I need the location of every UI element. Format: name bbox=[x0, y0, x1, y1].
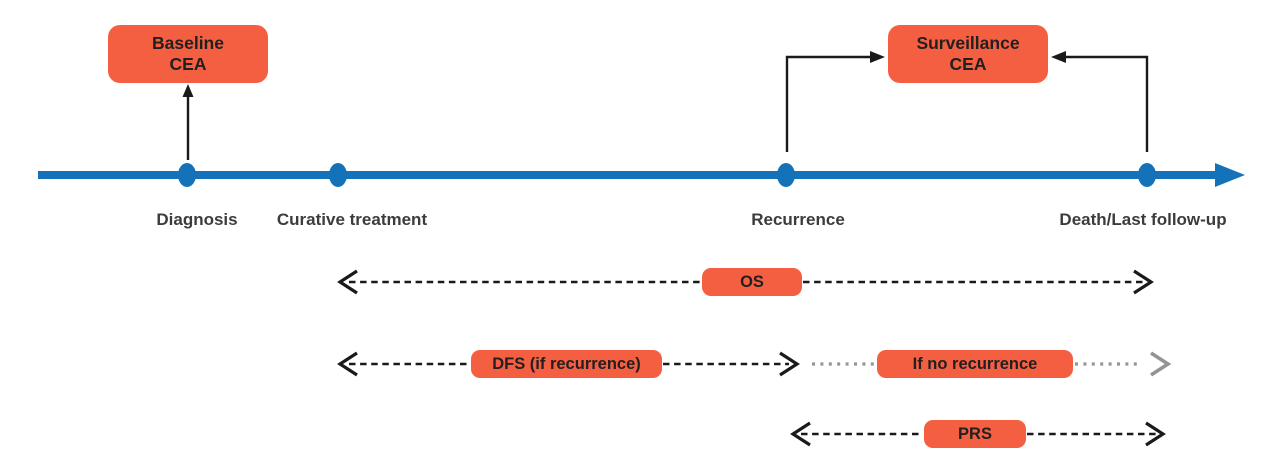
surveillance-arrow-from-recurrence bbox=[785, 55, 872, 152]
event-dot-death-last-followup bbox=[1138, 163, 1156, 187]
event-label-recurrence: Recurrence bbox=[751, 210, 845, 229]
baseline-cea-line2: CEA bbox=[169, 54, 207, 74]
baseline-cea-box: Baseline CEA bbox=[108, 25, 268, 83]
os-right-chevron-icon bbox=[1133, 269, 1154, 295]
dfs-left-chevron-icon bbox=[337, 351, 358, 377]
surveillance-left-arrowhead-icon bbox=[870, 51, 885, 63]
surveillance-cea-box: Surveillance CEA bbox=[888, 25, 1048, 83]
event-label-diagnosis: Diagnosis bbox=[156, 210, 238, 229]
event-dot-recurrence bbox=[777, 163, 795, 187]
baseline-cea-line1: Baseline bbox=[152, 33, 224, 53]
surveillance-cea-line1: Surveillance bbox=[916, 33, 1020, 53]
surveillance-arrow-from-death bbox=[1064, 55, 1149, 152]
no-recurrence-label-box: If no recurrence bbox=[877, 350, 1073, 378]
dfs-label-box: DFS (if recurrence) bbox=[471, 350, 662, 378]
event-label-death-last-followup: Death/Last follow-up bbox=[1059, 210, 1227, 229]
surveillance-cea-line2: CEA bbox=[949, 54, 987, 74]
surveillance-right-arrowhead-icon bbox=[1051, 51, 1066, 63]
event-dot-curative-treatment bbox=[329, 163, 347, 187]
prs-right-chevron-icon bbox=[1145, 421, 1166, 447]
os-left-chevron-icon bbox=[337, 269, 358, 295]
os-label-box: OS bbox=[702, 268, 802, 296]
prs-label-box: PRS bbox=[924, 420, 1026, 448]
no-recurrence-right-chevron-icon bbox=[1150, 351, 1172, 377]
event-dot-diagnosis bbox=[178, 163, 196, 187]
event-label-curative-treatment: Curative treatment bbox=[276, 210, 428, 229]
prs-left-chevron-icon bbox=[790, 421, 811, 447]
timeline-arrowhead-icon bbox=[1215, 163, 1245, 187]
dfs-right-chevron-icon bbox=[779, 351, 800, 377]
baseline-cea-arrowhead-icon bbox=[182, 84, 194, 97]
